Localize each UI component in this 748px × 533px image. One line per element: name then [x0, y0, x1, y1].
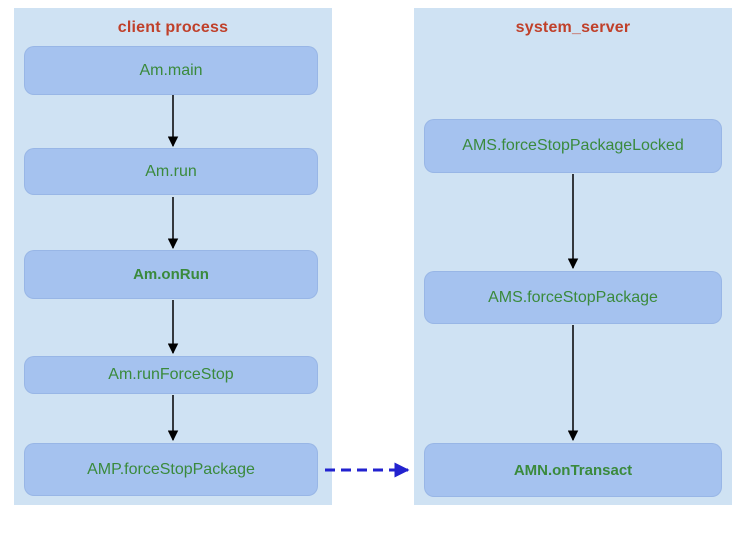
node-label: Am.runForceStop [108, 366, 234, 383]
node-am-run: Am.run [24, 148, 318, 195]
node-am-runforcestop: Am.runForceStop [24, 356, 318, 394]
panel-title-client-process: client process [117, 19, 229, 36]
node-am-main: Am.main [24, 46, 318, 95]
node-label: AMS.forceStopPackage [488, 288, 658, 306]
node-am-onrun: Am.onRun [24, 250, 318, 299]
node-ams-forcestoppackage: AMS.forceStopPackage [424, 271, 722, 324]
panel-system-server [414, 8, 732, 505]
panel-title-system-server: system_server [515, 19, 631, 36]
node-amn-ontransact: AMN.onTransact [424, 443, 722, 497]
node-label: AMP.forceStopPackage [87, 460, 255, 478]
node-ams-forcestoppackagelocked: AMS.forceStopPackageLocked [424, 119, 722, 173]
node-label: Am.main [139, 61, 203, 79]
node-label: Am.run [145, 162, 197, 180]
node-amp-forcestoppackage: AMP.forceStopPackage [24, 443, 318, 496]
node-label: Am.onRun [133, 266, 209, 283]
node-label: AMS.forceStopPackageLocked [462, 137, 684, 154]
node-label: AMN.onTransact [513, 461, 633, 479]
